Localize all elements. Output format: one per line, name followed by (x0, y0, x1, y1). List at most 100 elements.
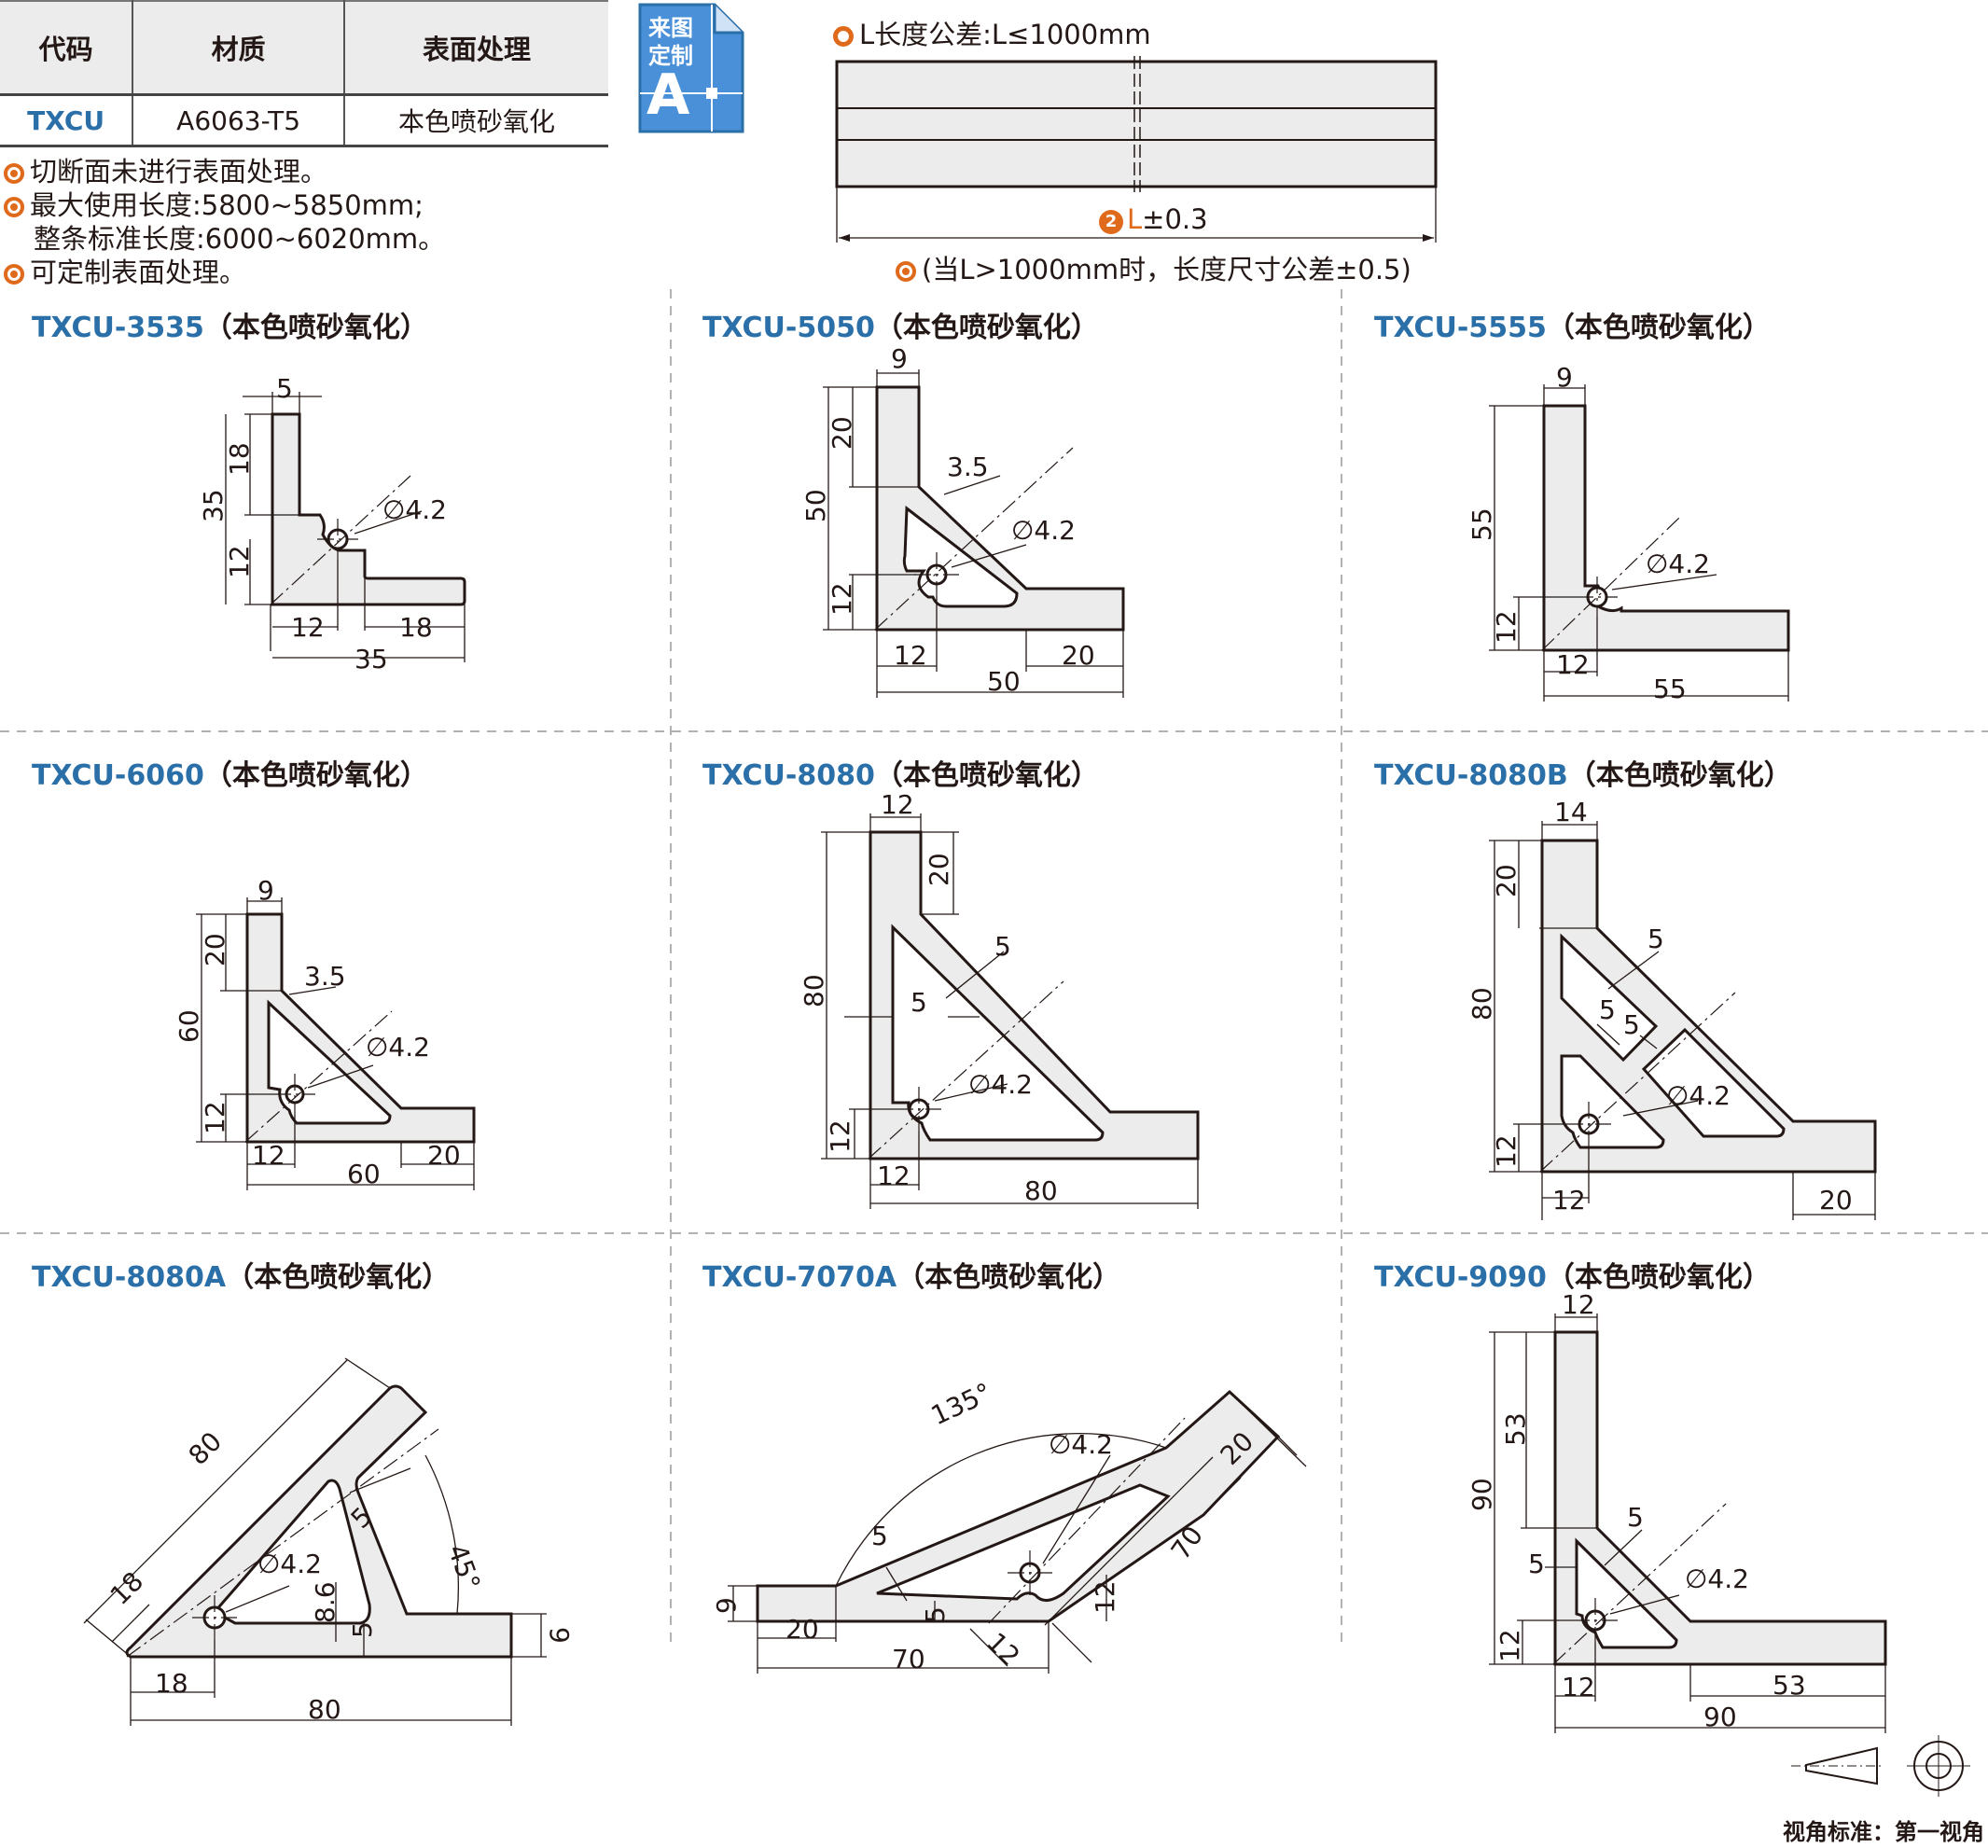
svg-text:∅4.2: ∅4.2 (968, 1069, 1033, 1100)
drawing-txcu-5555: 9 55 ∅4.2 12 12 55 (1467, 362, 1790, 704)
svg-text:∅4.2: ∅4.2 (1685, 1563, 1749, 1594)
svg-text:20: 20 (427, 1140, 461, 1171)
svg-text:20: 20 (827, 416, 857, 450)
header-surface: 表面处理 (343, 0, 608, 96)
svg-text:53: 53 (1773, 1670, 1806, 1701)
length-tolerance-title: L长度公差:L≤1000mm (833, 13, 1151, 52)
svg-text:55: 55 (1467, 507, 1497, 541)
svg-text:3.5: 3.5 (304, 961, 346, 992)
title-txcu-3535: TXCU-3535（本色喷砂氧化） (32, 312, 428, 344)
marker-2-icon: 2 (1099, 210, 1123, 234)
badge-line1: 来图 (648, 15, 693, 41)
drawing-txcu-8080a: 80 18 5 ∅4.2 8.6 5 45° 9 18 80 (83, 1357, 575, 1726)
svg-text:9: 9 (711, 1597, 742, 1614)
cell-surface: 本色喷砂氧化 (343, 94, 608, 147)
title-txcu-8080b: TXCU-8080B（本色喷砂氧化） (1374, 759, 1792, 792)
ring-icon (833, 26, 854, 47)
svg-text:12: 12 (1552, 1185, 1586, 1216)
svg-text:90: 90 (1467, 1478, 1497, 1511)
svg-text:20: 20 (1491, 864, 1522, 897)
svg-text:∅4.2: ∅4.2 (1049, 1429, 1113, 1460)
svg-text:80: 80 (183, 1425, 229, 1471)
title-txcu-7070a: TXCU-7070A（本色喷砂氧化） (702, 1261, 1121, 1294)
title-txcu-9090: TXCU-9090（本色喷砂氧化） (1374, 1261, 1771, 1294)
title-txcu-8080: TXCU-8080（本色喷砂氧化） (702, 759, 1099, 792)
svg-text:55: 55 (1653, 674, 1687, 704)
svg-text:12: 12 (200, 1101, 230, 1134)
custom-badge: 来图 定制 A (637, 2, 746, 134)
svg-text:5: 5 (276, 373, 293, 404)
svg-text:5: 5 (1599, 994, 1616, 1025)
cell-code: TXCU (0, 94, 134, 147)
cell-material: A6063-T5 (132, 94, 345, 147)
drawing-txcu-5050: 9 20 3.5 50 ∅4.2 12 12 20 50 (800, 343, 1125, 698)
badge-letter: A (646, 63, 690, 128)
svg-text:∅4.2: ∅4.2 (366, 1032, 430, 1063)
svg-text:5: 5 (911, 987, 927, 1018)
svg-text:20: 20 (924, 853, 954, 886)
svg-text:12: 12 (291, 612, 325, 643)
svg-text:12: 12 (827, 582, 857, 616)
svg-text:20: 20 (785, 1614, 819, 1645)
projection-label: 视角标准：第一视角 (1783, 1819, 1984, 1845)
svg-text:60: 60 (174, 1009, 204, 1043)
svg-text:5: 5 (1647, 924, 1664, 954)
svg-text:20: 20 (1062, 640, 1095, 671)
drawing-txcu-8080: 12 20 5 80 5 ∅4.2 12 12 80 (799, 789, 1200, 1209)
svg-text:∅4.2: ∅4.2 (1011, 515, 1076, 546)
svg-text:135°: 135° (926, 1377, 996, 1431)
note-4: 可定制表面处理。 (4, 256, 246, 289)
svg-text:5: 5 (1528, 1549, 1545, 1579)
bullet-icon (896, 261, 916, 282)
spec-table: 代码 材质 表面处理 TXCU A6063-T5 本色喷砂氧化 (0, 0, 608, 147)
svg-text:12: 12 (980, 1627, 1026, 1673)
first-angle-projection-icon (1791, 1735, 1970, 1797)
svg-text:3.5: 3.5 (947, 452, 989, 482)
svg-text:∅4.2: ∅4.2 (257, 1549, 322, 1579)
svg-text:5: 5 (1627, 1502, 1644, 1533)
svg-text:9: 9 (891, 343, 908, 374)
title-txcu-5050: TXCU-5050（本色喷砂氧化） (702, 312, 1099, 344)
bullet-icon (4, 197, 24, 217)
drawing-txcu-9090: 12 53 90 5 5 ∅4.2 12 12 53 90 (1467, 1289, 1887, 1733)
svg-text:12: 12 (881, 789, 914, 820)
svg-text:12: 12 (1556, 649, 1590, 680)
header-code: 代码 (0, 0, 134, 96)
svg-text:45°: 45° (441, 1540, 486, 1594)
svg-text:53: 53 (1500, 1412, 1531, 1446)
svg-text:14: 14 (1554, 797, 1588, 827)
svg-text:18: 18 (224, 442, 255, 476)
svg-text:5: 5 (347, 1621, 378, 1638)
svg-text:12: 12 (1562, 1289, 1595, 1320)
svg-text:12: 12 (252, 1140, 285, 1171)
svg-text:18: 18 (104, 1565, 150, 1611)
svg-text:70: 70 (892, 1644, 925, 1674)
svg-text:12: 12 (1562, 1672, 1595, 1702)
note-2: 最大使用长度:5800~5850mm; (4, 188, 424, 222)
svg-text:9: 9 (1556, 362, 1573, 393)
svg-text:12: 12 (894, 640, 927, 671)
svg-text:80: 80 (1467, 987, 1497, 1021)
svg-text:80: 80 (1024, 1175, 1058, 1206)
svg-text:5: 5 (1623, 1009, 1640, 1040)
svg-text:80: 80 (308, 1694, 341, 1725)
svg-text:80: 80 (799, 974, 829, 1007)
svg-text:12: 12 (1090, 1580, 1120, 1614)
svg-text:12: 12 (224, 545, 255, 578)
title-txcu-5555: TXCU-5555（本色喷砂氧化） (1374, 312, 1771, 344)
svg-text:∅4.2: ∅4.2 (1646, 549, 1710, 579)
svg-text:∅4.2: ∅4.2 (1666, 1080, 1731, 1111)
svg-text:9: 9 (544, 1627, 575, 1644)
note-3: 整条标准长度:6000~6020mm。 (34, 223, 446, 255)
drawing-txcu-3535: 5 18 35 ∅4.2 12 12 18 35 (198, 373, 466, 674)
svg-text:50: 50 (987, 666, 1021, 697)
svg-text:12: 12 (825, 1119, 855, 1153)
svg-text:60: 60 (347, 1159, 381, 1189)
svg-text:9: 9 (257, 875, 274, 906)
header-material: 材质 (132, 0, 345, 96)
svg-text:35: 35 (198, 489, 229, 522)
svg-text:12: 12 (1494, 1629, 1525, 1662)
svg-text:12: 12 (877, 1160, 911, 1191)
drawing-txcu-6060: 9 20 3.5 60 ∅4.2 12 12 60 20 (174, 875, 476, 1190)
